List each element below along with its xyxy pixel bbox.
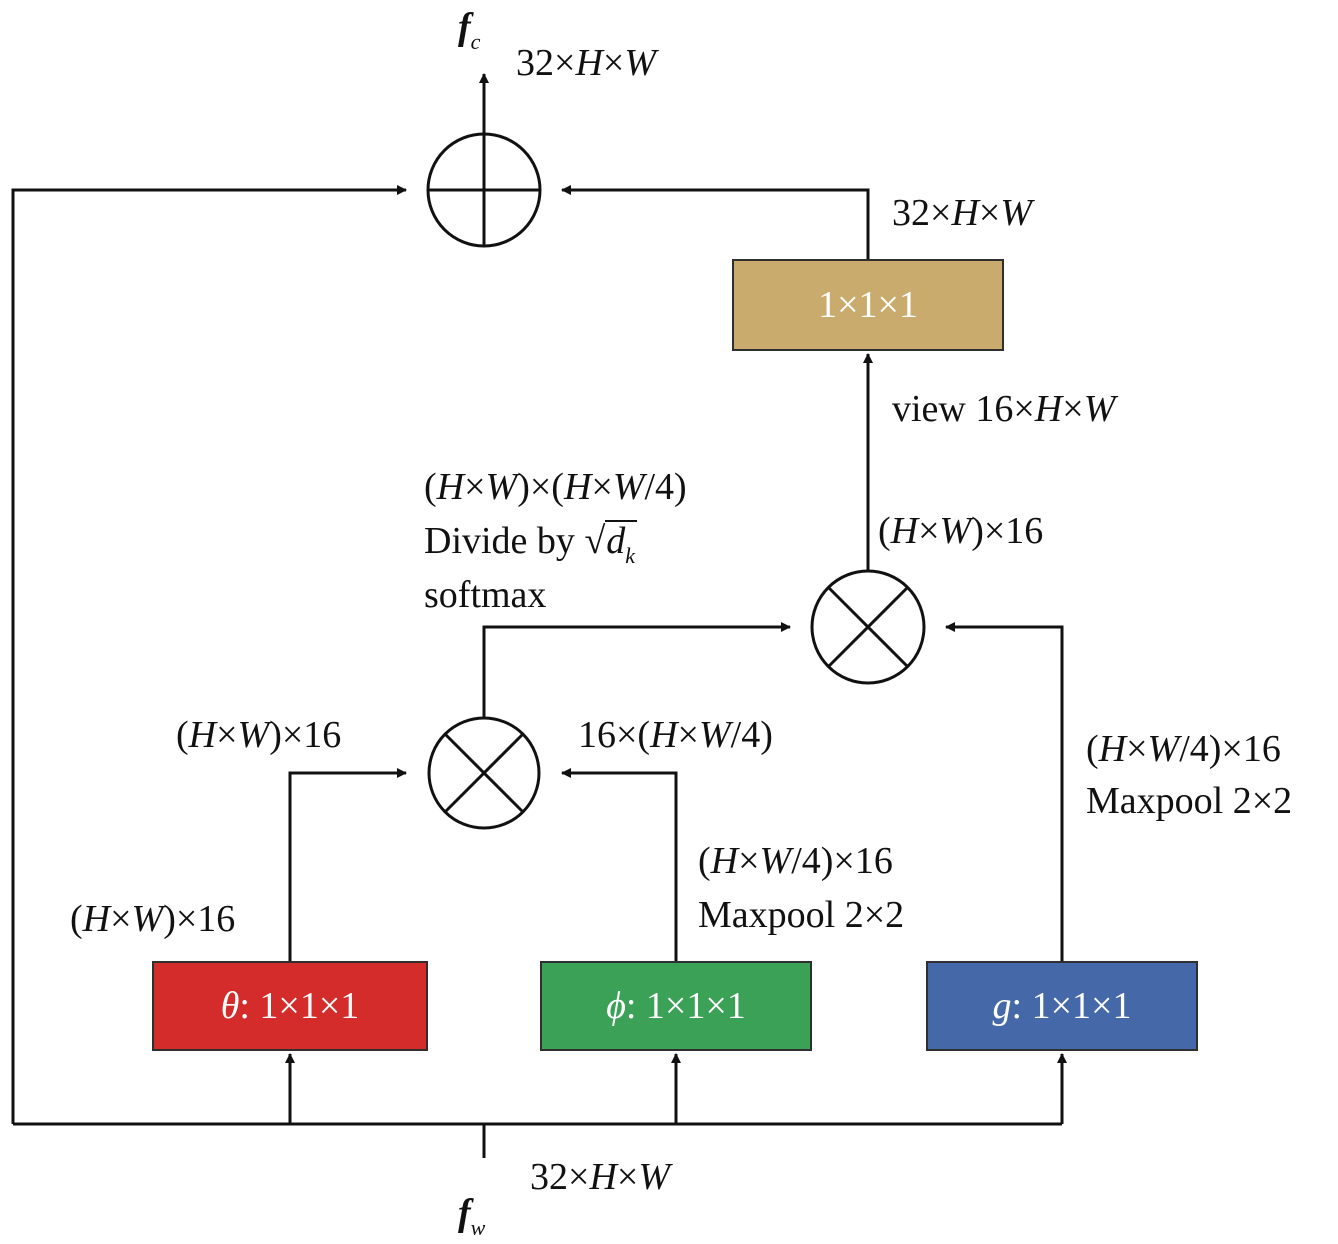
phi-output-label: (H×W/4)×16 xyxy=(698,840,893,882)
softmax-label: softmax xyxy=(424,574,547,616)
theta-mult-label: (H×W)×16 xyxy=(176,714,342,756)
output-conv-box: 1×1×1 xyxy=(732,259,1004,351)
theta-to-mult1 xyxy=(288,768,407,961)
outbox-shape-label: 32×H×W xyxy=(892,192,1032,234)
outbox-to-add xyxy=(561,185,870,259)
phi-mult-label: 16×(H×W/4) xyxy=(578,714,773,756)
phi-maxpool-label: Maxpool 2×2 xyxy=(698,894,905,936)
circle-times-icon xyxy=(810,569,926,685)
divide-label: Divide by √dk xyxy=(424,520,638,568)
g-conv-box: g: 1×1×1 xyxy=(926,961,1198,1051)
circle-times-icon xyxy=(427,716,541,830)
output-conv-label: 1×1×1 xyxy=(818,284,918,326)
phi-to-mult1 xyxy=(561,768,678,961)
circle-plus-icon xyxy=(426,132,542,248)
g-maxpool-label: Maxpool 2×2 xyxy=(1086,780,1293,822)
phi-conv-label: ϕ: 1×1×1 xyxy=(606,985,746,1027)
g-conv-label: g: 1×1×1 xyxy=(992,985,1132,1027)
g-to-mult2 xyxy=(945,622,1064,961)
residual-path xyxy=(11,185,407,1124)
view-label: view 16×H×W xyxy=(892,388,1116,430)
output-symbol: fc xyxy=(458,6,481,54)
mult1-to-mult2 xyxy=(482,622,791,718)
output-shape-label: 32×H×W xyxy=(516,42,656,84)
theta-conv-box: θ: 1×1×1 xyxy=(152,961,428,1051)
input-shape-label: 32×H×W xyxy=(530,1156,670,1198)
theta-conv-label: θ: 1×1×1 xyxy=(220,985,360,1027)
theta-output-label: (H×W)×16 xyxy=(70,898,236,940)
g-output-label: (H×W/4)×16 xyxy=(1086,728,1281,770)
sqrt-icon: √dk xyxy=(584,520,638,568)
phi-conv-box: ϕ: 1×1×1 xyxy=(540,961,812,1051)
mult2-output-label: (H×W)×16 xyxy=(878,510,1044,552)
attention-shape-label: (H×W)×(H×W/4) xyxy=(424,466,687,508)
input-symbol: fw xyxy=(458,1192,486,1240)
